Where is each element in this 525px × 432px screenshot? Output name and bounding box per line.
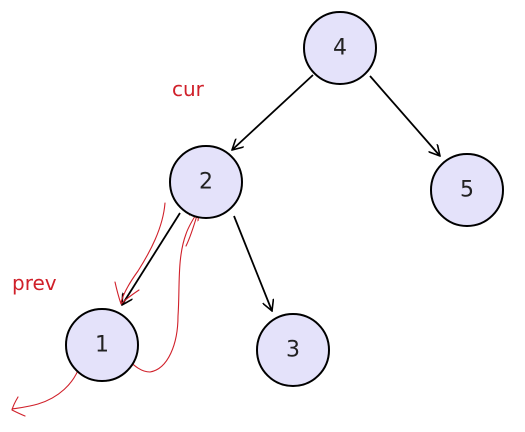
- node-circle: [256, 313, 330, 387]
- exit-left-stroke: [11, 364, 81, 417]
- node-circle: [430, 153, 504, 227]
- node-label: 1: [95, 333, 109, 358]
- edge-2-3: [233, 215, 272, 311]
- node-circle: [65, 308, 139, 382]
- node-label: 3: [286, 338, 300, 363]
- node-label: 5: [460, 178, 474, 203]
- tree-node-4: 4: [303, 11, 377, 85]
- node-label: 2: [199, 170, 213, 195]
- tree-node-3: 3: [256, 313, 330, 387]
- tree-node-2: 2: [169, 145, 243, 219]
- traversal-up-stroke: [117, 210, 199, 373]
- node-circle: [169, 145, 243, 219]
- edge-2-1: [122, 212, 181, 305]
- edge-4-2: [232, 74, 314, 150]
- prev-annotation: prev: [12, 271, 57, 295]
- edge-4-5: [369, 75, 440, 156]
- tree-node-5: 5: [430, 153, 504, 227]
- cur-annotation: cur: [172, 77, 205, 101]
- tree-node-1: 1: [65, 308, 139, 382]
- traversal-down-stroke: [114, 202, 166, 305]
- node-label: 4: [333, 36, 347, 61]
- node-circle: [303, 11, 377, 85]
